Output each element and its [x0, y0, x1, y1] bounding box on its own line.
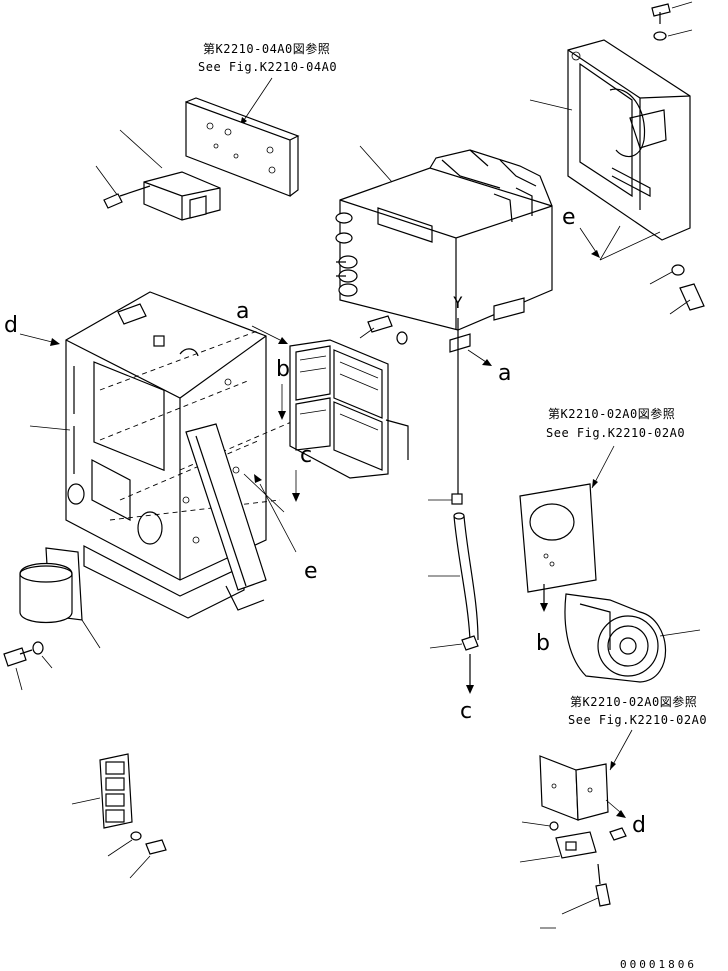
svg-text:第K2210-02A0図参照: 第K2210-02A0図参照 — [548, 406, 675, 421]
label-e-cover: e — [562, 205, 576, 230]
svg-text:第K2210-04A0図参照: 第K2210-04A0図参照 — [203, 41, 330, 56]
heater-unit — [335, 145, 553, 353]
relay-set — [71, 753, 167, 879]
label-d-frame: d — [4, 313, 18, 338]
label-c-hose: c — [460, 699, 472, 724]
svg-text:See Fig.K2210-02A0: See Fig.K2210-02A0 — [568, 713, 707, 727]
svg-text:第K2210-02A0図参照: 第K2210-02A0図参照 — [570, 694, 697, 709]
duct-cup — [3, 547, 101, 691]
label-e-frame: e — [304, 559, 318, 584]
label-a-frame: a — [236, 299, 249, 324]
drawing-number: 00001806 — [620, 958, 697, 971]
bracket-with-relay — [95, 97, 300, 221]
blower-fan — [564, 593, 701, 683]
blower-bracket — [519, 483, 597, 612]
label-a-heater: a — [498, 361, 511, 386]
wire-y: Y — [428, 293, 463, 505]
label-c-frame: c — [300, 443, 312, 468]
reference-note-bottom: 第K2210-02A0図参照 See Fig.K2210-02A0 — [568, 694, 707, 771]
svg-text:Y: Y — [453, 293, 463, 312]
heater-pipes — [335, 212, 358, 297]
support-bar — [185, 423, 267, 611]
svg-text:See Fig.K2210-04A0: See Fig.K2210-04A0 — [198, 60, 337, 74]
heater-cover — [529, 1, 705, 315]
reference-note-top: 第K2210-04A0図参照 See Fig.K2210-04A0 — [198, 41, 337, 127]
label-b-frame: b — [276, 357, 290, 382]
connection-arrows: a a b b c c d d e e — [4, 205, 646, 838]
label-d-bracket: d — [632, 813, 646, 838]
label-b-bracket: b — [536, 631, 550, 656]
reference-note-mid: 第K2210-02A0図参照 See Fig.K2210-02A0 — [546, 406, 685, 489]
filter-panels — [289, 339, 409, 479]
lower-bracket — [519, 755, 627, 929]
hose — [428, 512, 479, 694]
svg-text:See Fig.K2210-02A0: See Fig.K2210-02A0 — [546, 426, 685, 440]
